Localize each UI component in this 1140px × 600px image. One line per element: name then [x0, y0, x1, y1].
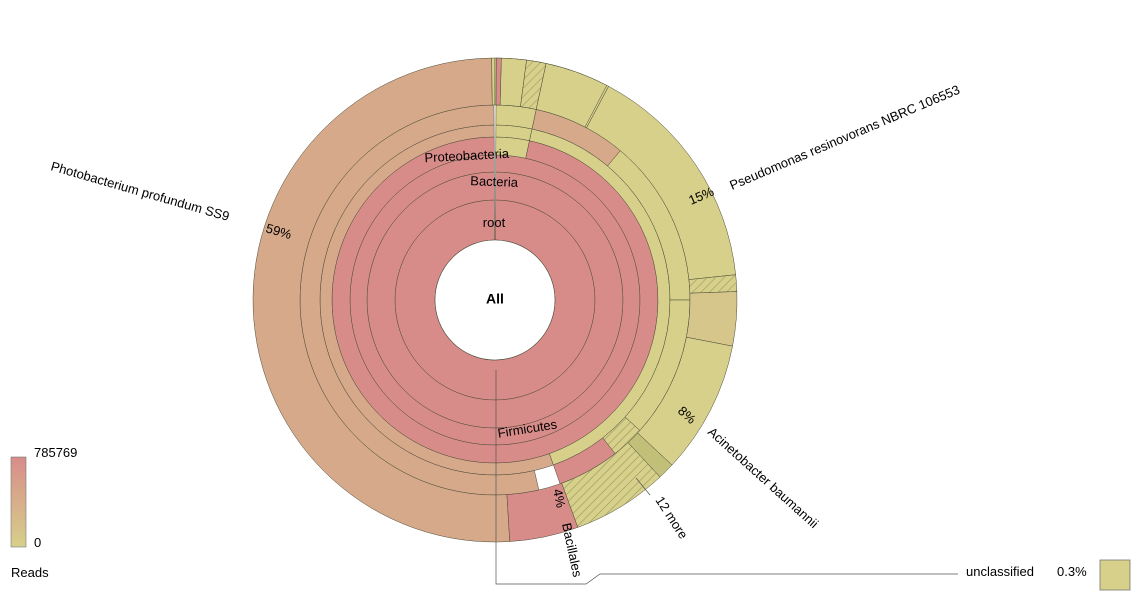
leader-line-unclassified: [495, 370, 958, 585]
legend-gradient-bar: [10, 456, 27, 548]
unclassified-swatch: [1099, 559, 1131, 591]
wedge-bacillales-outer[interactable]: [535, 63, 608, 128]
legend-min: 0: [34, 535, 41, 550]
color-legend: 785769 0 Reads: [10, 445, 77, 580]
taxon-label: Photobacterium profundum SS9: [49, 158, 231, 223]
leader-line-12-more: [635, 477, 651, 496]
legend-max: 785769: [34, 445, 77, 460]
center-label: All: [486, 291, 504, 307]
taxon-label: Bacillales: [559, 522, 585, 579]
taxon-label: 12 more: [652, 493, 691, 541]
wedge-12-more[interactable]: [506, 482, 579, 542]
ring-label-root: root: [483, 215, 506, 230]
legend-title: Reads: [11, 565, 49, 580]
taxon-12-more[interactable]: 12 more: [635, 477, 691, 542]
taxon-label: Pseudomonas resinovorans NBRC 106553: [727, 82, 962, 193]
taxon-label: Acinetobacter baumannii: [705, 424, 821, 531]
wedge-bacillales-inner[interactable]: [495, 104, 537, 130]
wedge-small[interactable]: [495, 57, 502, 106]
taxon-percent: 59%: [264, 220, 294, 242]
unclassified-label: unclassified: [966, 564, 1034, 579]
center-hole[interactable]: [434, 239, 556, 361]
taxon-pseudomonas[interactable]: Pseudomonas resinovorans NBRC 106553 15%: [686, 82, 962, 208]
unclassified-percent: 0.3%: [1057, 564, 1087, 579]
ring-label-proteobacteria: Proteobacteria: [424, 146, 510, 165]
sunburst-wedges: [252, 57, 738, 543]
taxon-photobacterium[interactable]: Photobacterium profundum SS9 59%: [49, 158, 294, 242]
taxon-percent: 4%: [550, 488, 569, 510]
unclassified-entry[interactable]: unclassified 0.3%: [495, 370, 1131, 591]
wedge-photobacterium[interactable]: [252, 57, 511, 543]
wedge-pseudomonas-other[interactable]: [686, 291, 738, 347]
ring-label-bacteria: Bacteria: [470, 173, 519, 190]
wedge-photobacterium-strip[interactable]: [491, 57, 496, 106]
